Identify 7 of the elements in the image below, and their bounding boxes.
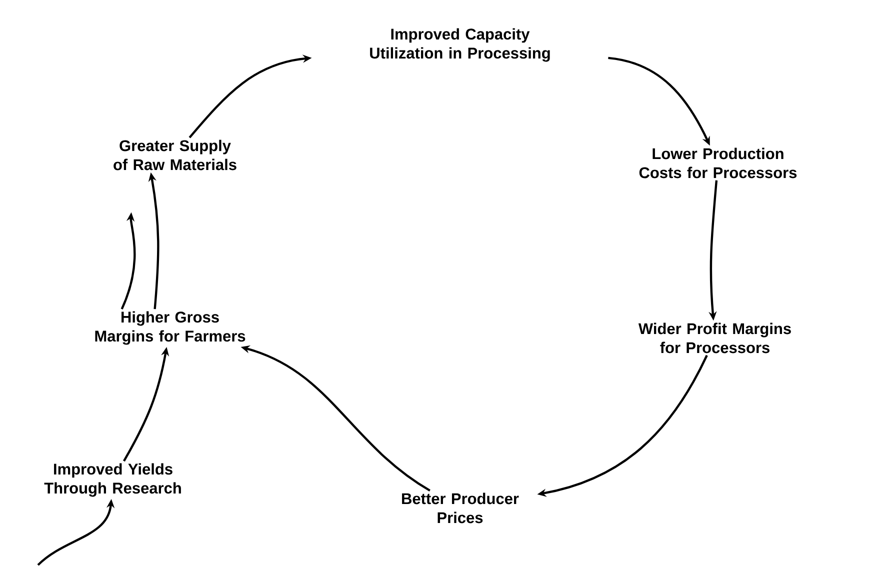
step-text: Wider Profit Margins for Processors [638,322,791,354]
step-text: Higher Gross Margins for Farmers [95,311,246,345]
step-text: Improved Yields Through Research [44,463,181,497]
step-text: Greater Supply of Raw Materials [114,140,236,170]
step-text: Better Producer Prices [402,492,519,524]
step-text: Lower Production Costs for Processors [639,148,797,178]
step-text: Improved Capacity Utilization in Processing [370,28,550,62]
